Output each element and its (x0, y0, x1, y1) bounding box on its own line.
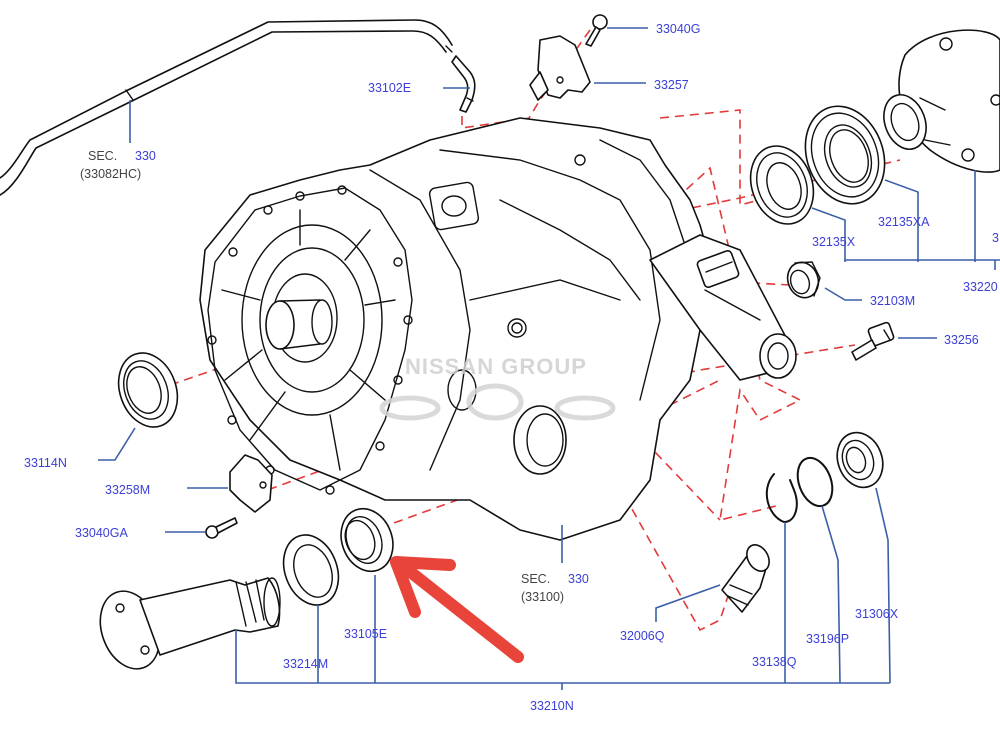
label-33196p[interactable]: 33196P (806, 632, 849, 646)
label-32135xa[interactable]: 32135XA (878, 215, 930, 229)
label-33114n[interactable]: 33114N (24, 456, 67, 470)
label-33040g[interactable]: 33040G (656, 22, 700, 36)
sensor-33256 (851, 321, 895, 361)
oil-seal-31306x (836, 431, 884, 489)
label-32135x[interactable]: 32135X (812, 235, 856, 249)
watermark-text: NISSAN GROUP (405, 354, 587, 379)
oil-seal-33105e (340, 507, 394, 573)
label-33105e[interactable]: 33105E (344, 627, 387, 641)
label-33256[interactable]: 33256 (944, 333, 979, 347)
watermark: NISSAN GROUP (379, 354, 616, 421)
bolt-33040g (585, 14, 608, 47)
flange-bolt-holes (207, 185, 413, 495)
oil-seal-32135x (749, 145, 815, 225)
label-33220[interactable]: 33220 (963, 280, 998, 294)
o-ring-33196p (796, 456, 834, 508)
bolt-33040ga (205, 517, 238, 539)
label-33102e[interactable]: 33102E (368, 81, 411, 95)
sensor-bracket-33258m (229, 454, 273, 513)
companion-flange-33220 (883, 29, 1000, 173)
hose-33102e (451, 55, 476, 113)
label-33257[interactable]: 33257 (654, 78, 689, 92)
section-number-2: 330 (568, 572, 589, 586)
highlight-arrow (390, 556, 524, 663)
label-33258m[interactable]: 33258M (105, 483, 150, 497)
label-32006q[interactable]: 32006Q (620, 629, 665, 643)
label-3322x-top[interactable]: 3 (992, 231, 999, 245)
label-32103m[interactable]: 32103M (870, 294, 915, 308)
section-prefix-2: SEC. (521, 572, 550, 586)
label-31306x[interactable]: 31306X (855, 607, 899, 621)
section-prefix-1: SEC. (88, 149, 117, 163)
sensor-33257 (529, 35, 591, 101)
switch-32006q (721, 544, 770, 613)
label-33138q[interactable]: 33138Q (752, 655, 797, 669)
section-ref-2: (33100) (521, 590, 564, 604)
leader-lines (98, 27, 1000, 690)
bearing-33214m (282, 534, 340, 606)
label-33210n[interactable]: 33210N (530, 699, 574, 713)
section-number-1: 330 (135, 149, 156, 163)
breather-tube (0, 19, 453, 196)
part-labels: SEC. 330 (33082HC) 33102E 33040G 33257 3… (24, 22, 999, 713)
plug-32103m (786, 261, 821, 299)
snap-ring-33138q (765, 473, 798, 524)
label-33040ga[interactable]: 33040GA (75, 526, 128, 540)
transfer-case-housing (199, 117, 797, 541)
seal-32135xa (804, 105, 886, 205)
output-shaft-flange (99, 577, 281, 670)
label-33214m[interactable]: 33214M (283, 657, 328, 671)
oil-seal-33114n (117, 352, 179, 428)
section-ref-1: (33082HC) (80, 167, 141, 181)
